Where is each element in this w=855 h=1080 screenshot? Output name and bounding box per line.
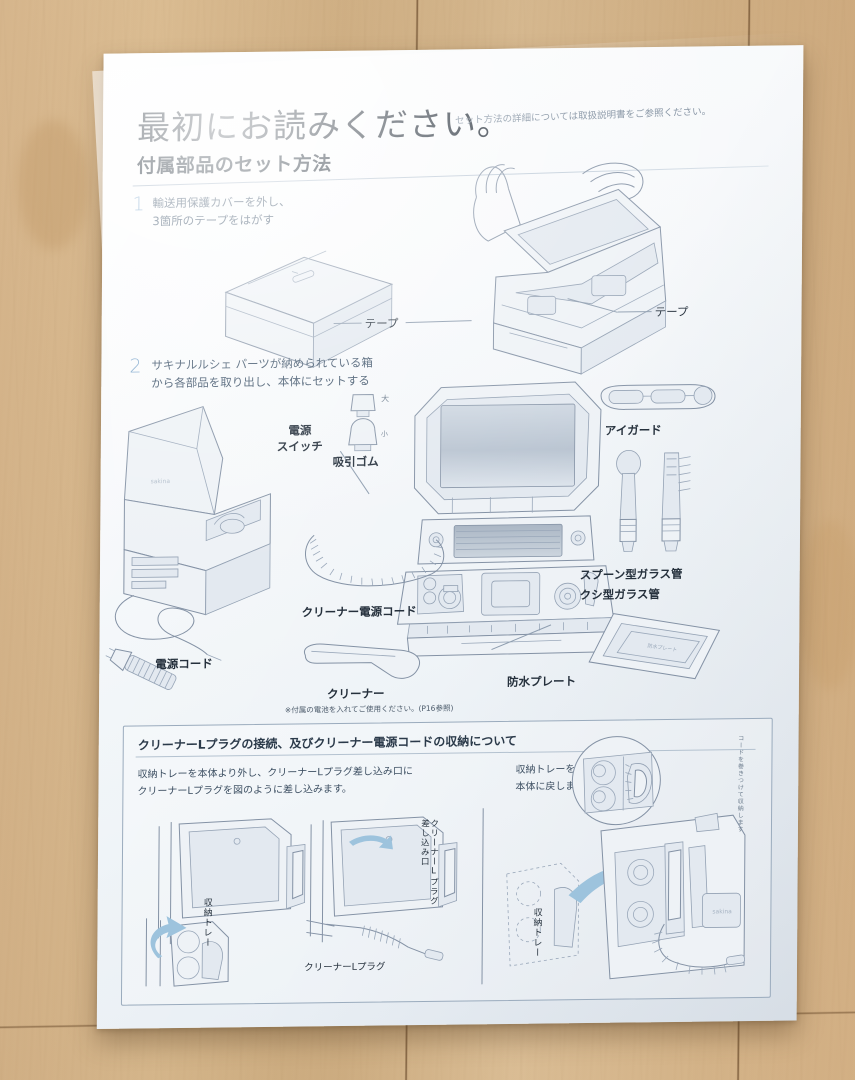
illustration-open-unit-hands [473,162,667,375]
illustration-cleaner [303,643,421,679]
label-storage-tray-left: 収納トレー [201,897,212,948]
illustration-tray-return: sakina [481,808,746,985]
illustration-tray-removal-a [145,818,306,987]
illustration-shipping-cover [224,250,394,368]
illustration-eye-guard [600,384,716,410]
label-eye-guard: アイガード [604,422,662,438]
panel-body-left: 収納トレーを本体より外し、クリーナーLプラグ差し込み口に クリーナーLプラグを図… [137,766,413,798]
instruction-sheet[interactable]: 最初にお読みください。 付属部品のセット方法 セット方法の詳細については取扱説明… [40,14,829,1049]
label-cleaner-l-plug: クリーナーLプラグ [304,961,386,974]
panel-heading: クリーナーLプラグの接続、及びクリーナー電源コードの収納について [137,733,518,753]
wood-knot [18,120,88,250]
label-size-large: 大 [381,394,390,404]
label-tape-right: テープ [654,304,689,320]
label-suction-rubber: 吸引ゴム [332,454,379,470]
label-cleaner-power-cord: クリーナー電源コード [301,604,417,620]
svg-text:防水プレート: 防水プレート [647,642,678,653]
panel-side-note: コードを巻きつけて収納します [736,735,744,834]
illustration-cleaner-power-cord [305,534,445,587]
svg-text:sakina: sakina [151,478,171,485]
label-cleaner-l-plug-socket: クリーナーLプラグ 差し込み口 [419,818,439,906]
label-storage-tray-right: 収納トレー [531,907,542,958]
label-comb-glass-tube: クシ型ガラス管 [579,587,660,603]
illustration-tray-removal-b [306,816,458,961]
label-tape-left: テープ [364,316,399,331]
storage-panel: クリーナーLプラグの接続、及びクリーナー電源コードの収納について 収納トレーを本… [120,717,773,1006]
label-cleaner: クリーナー [326,686,385,702]
illustration-glass-tubes [616,449,691,552]
note-cleaner-battery: ※付属の電池を入れてご使用ください。(P16参照) [284,703,454,715]
svg-text:sakina: sakina [712,908,732,915]
step-1-number: 1 [132,193,145,216]
illustration-waterproof-plate: 防水プレート [588,613,721,680]
step-2-text: サキナルルシェ パーツが納められている箱 から各部品を取り出し、本体にセットする [151,355,373,391]
label-size-small: 小 [380,430,388,439]
detail-callout-circle [571,736,661,826]
label-power-switch: 電源 スイッチ [276,423,323,454]
sheet-content: 最初にお読みください。 付属部品のセット方法 セット方法の詳細については取扱説明… [97,45,804,1029]
page-subtitle: 付属部品のセット方法 [136,152,332,178]
label-power-cord: 電源コード [155,656,213,672]
step-2-number: 2 [129,355,142,378]
label-spoon-glass-tube: スプーン型ガラス管 [579,566,683,583]
step-1-text: 輸送用保護カバーを外し、 3箇所のテープをはがす [152,194,291,228]
label-waterproof-plate: 防水プレート [507,674,577,689]
